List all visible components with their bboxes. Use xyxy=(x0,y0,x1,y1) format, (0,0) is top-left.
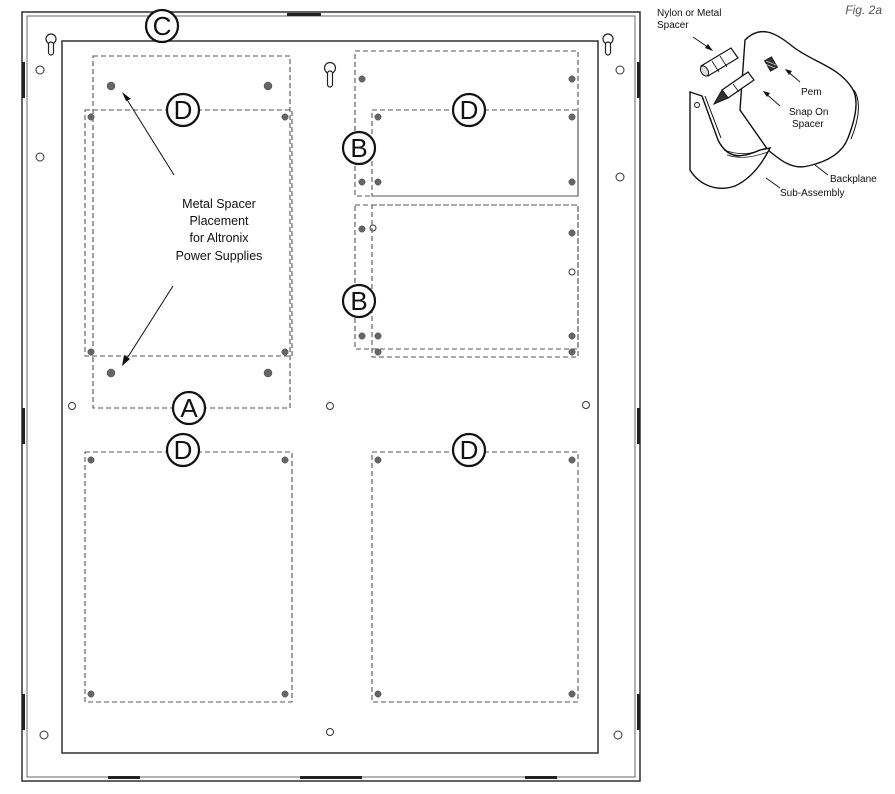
svg-text:D: D xyxy=(460,95,479,125)
nylon-spacer-part xyxy=(699,47,739,77)
label-spacer-line-2: Spacer xyxy=(657,20,689,31)
note-arrow-up xyxy=(122,92,175,176)
area-d-bottom-left xyxy=(84,451,293,703)
note-arrow-down xyxy=(122,285,174,366)
sub-assembly-hole xyxy=(694,102,700,108)
note-line-4: Power Supplies xyxy=(176,249,263,263)
pem-dots xyxy=(87,75,576,698)
svg-text:D: D xyxy=(174,435,193,465)
badge-d-top-right: D xyxy=(451,92,487,128)
figure-label: Fig. 2a xyxy=(845,3,882,17)
keyhole-slot-left xyxy=(45,33,57,56)
spacer-placement-note: Metal Spacer Placement for Altronix Powe… xyxy=(122,92,262,366)
area-d-middle-right xyxy=(371,204,579,358)
detail-arrowheads xyxy=(705,44,792,97)
note-line-2: Placement xyxy=(189,214,249,228)
area-d-bottom-right xyxy=(371,451,579,703)
sub-assembly-hatch xyxy=(723,147,769,158)
badge-a: A xyxy=(171,390,207,426)
badge-b-lower: B xyxy=(341,283,377,319)
label-sub-assembly: Sub-Assembly xyxy=(780,188,844,199)
badge-d-bottom-right: D xyxy=(451,432,487,468)
badge-b-upper: B xyxy=(341,130,377,166)
label-backplane: Backplane xyxy=(830,174,877,185)
keyhole-slot-right xyxy=(602,33,614,56)
enclosure-holes xyxy=(35,65,625,740)
backplane-keyhole xyxy=(323,61,337,88)
label-snap-line-2: Spacer xyxy=(792,119,824,130)
enclosure-edge-tabs xyxy=(22,13,640,779)
svg-text:C: C xyxy=(153,11,172,41)
svg-text:B: B xyxy=(350,133,367,163)
area-a xyxy=(92,55,291,409)
svg-text:B: B xyxy=(350,286,367,316)
label-pem: Pem xyxy=(801,87,822,98)
badge-d-bottom-left: D xyxy=(165,432,201,468)
note-line-3: for Altronix xyxy=(189,231,249,245)
backplane-holes xyxy=(68,224,590,736)
backplane-sheet xyxy=(739,30,857,168)
snap-on-spacer-part xyxy=(712,71,755,106)
backplane: Metal Spacer Placement for Altronix Powe… xyxy=(61,8,599,754)
badge-d-top-left: D xyxy=(165,92,201,128)
backplane-border xyxy=(61,40,599,754)
svg-text:A: A xyxy=(180,393,198,423)
spacer-detail-figure: Fig. 2a xyxy=(657,3,882,199)
label-spacer-line-1: Nylon or Metal xyxy=(657,8,721,19)
note-line-1: Metal Spacer xyxy=(182,197,256,211)
label-snap-line-1: Snap On xyxy=(789,107,828,118)
pem-part xyxy=(763,56,779,72)
area-d-top-left xyxy=(84,109,293,357)
backplane-edge xyxy=(847,87,859,140)
svg-text:D: D xyxy=(174,95,193,125)
badge-c: C xyxy=(144,8,180,44)
svg-text:D: D xyxy=(460,435,479,465)
